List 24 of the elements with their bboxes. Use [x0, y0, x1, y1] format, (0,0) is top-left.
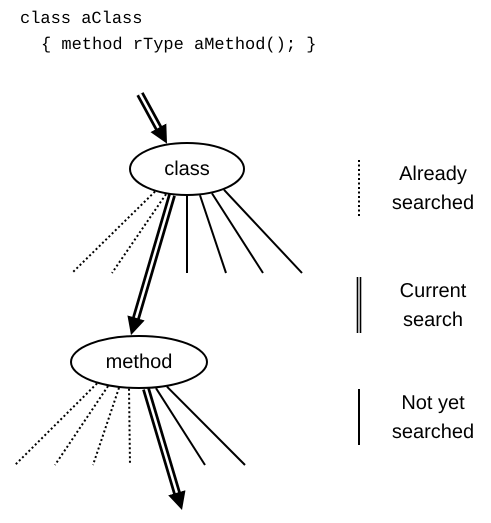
line	[186, 196, 188, 273]
code-line: { method rType aMethod(); }	[41, 36, 316, 56]
legend-label: Current search	[398, 279, 468, 333]
dotted-line	[128, 388, 131, 466]
dotted-line	[92, 388, 120, 466]
double-arrow	[142, 388, 186, 510]
double-arrow	[127, 194, 176, 336]
line	[166, 386, 246, 466]
ellipse-node	[70, 335, 208, 389]
line	[199, 195, 227, 274]
line	[155, 388, 206, 466]
code-line: class aClass	[20, 10, 142, 30]
dotted-line	[14, 382, 98, 466]
ellipse-node	[129, 142, 245, 196]
legend-label: Not yet searched	[390, 391, 476, 445]
double-arrow	[136, 92, 167, 144]
node-label: method	[104, 351, 174, 373]
line	[223, 189, 303, 274]
line	[211, 192, 264, 274]
dotted-line	[111, 194, 167, 274]
node-label: class	[163, 158, 211, 180]
dotted-line	[71, 190, 156, 274]
legend-label: Already searched	[390, 162, 476, 216]
dotted-line	[54, 386, 109, 466]
